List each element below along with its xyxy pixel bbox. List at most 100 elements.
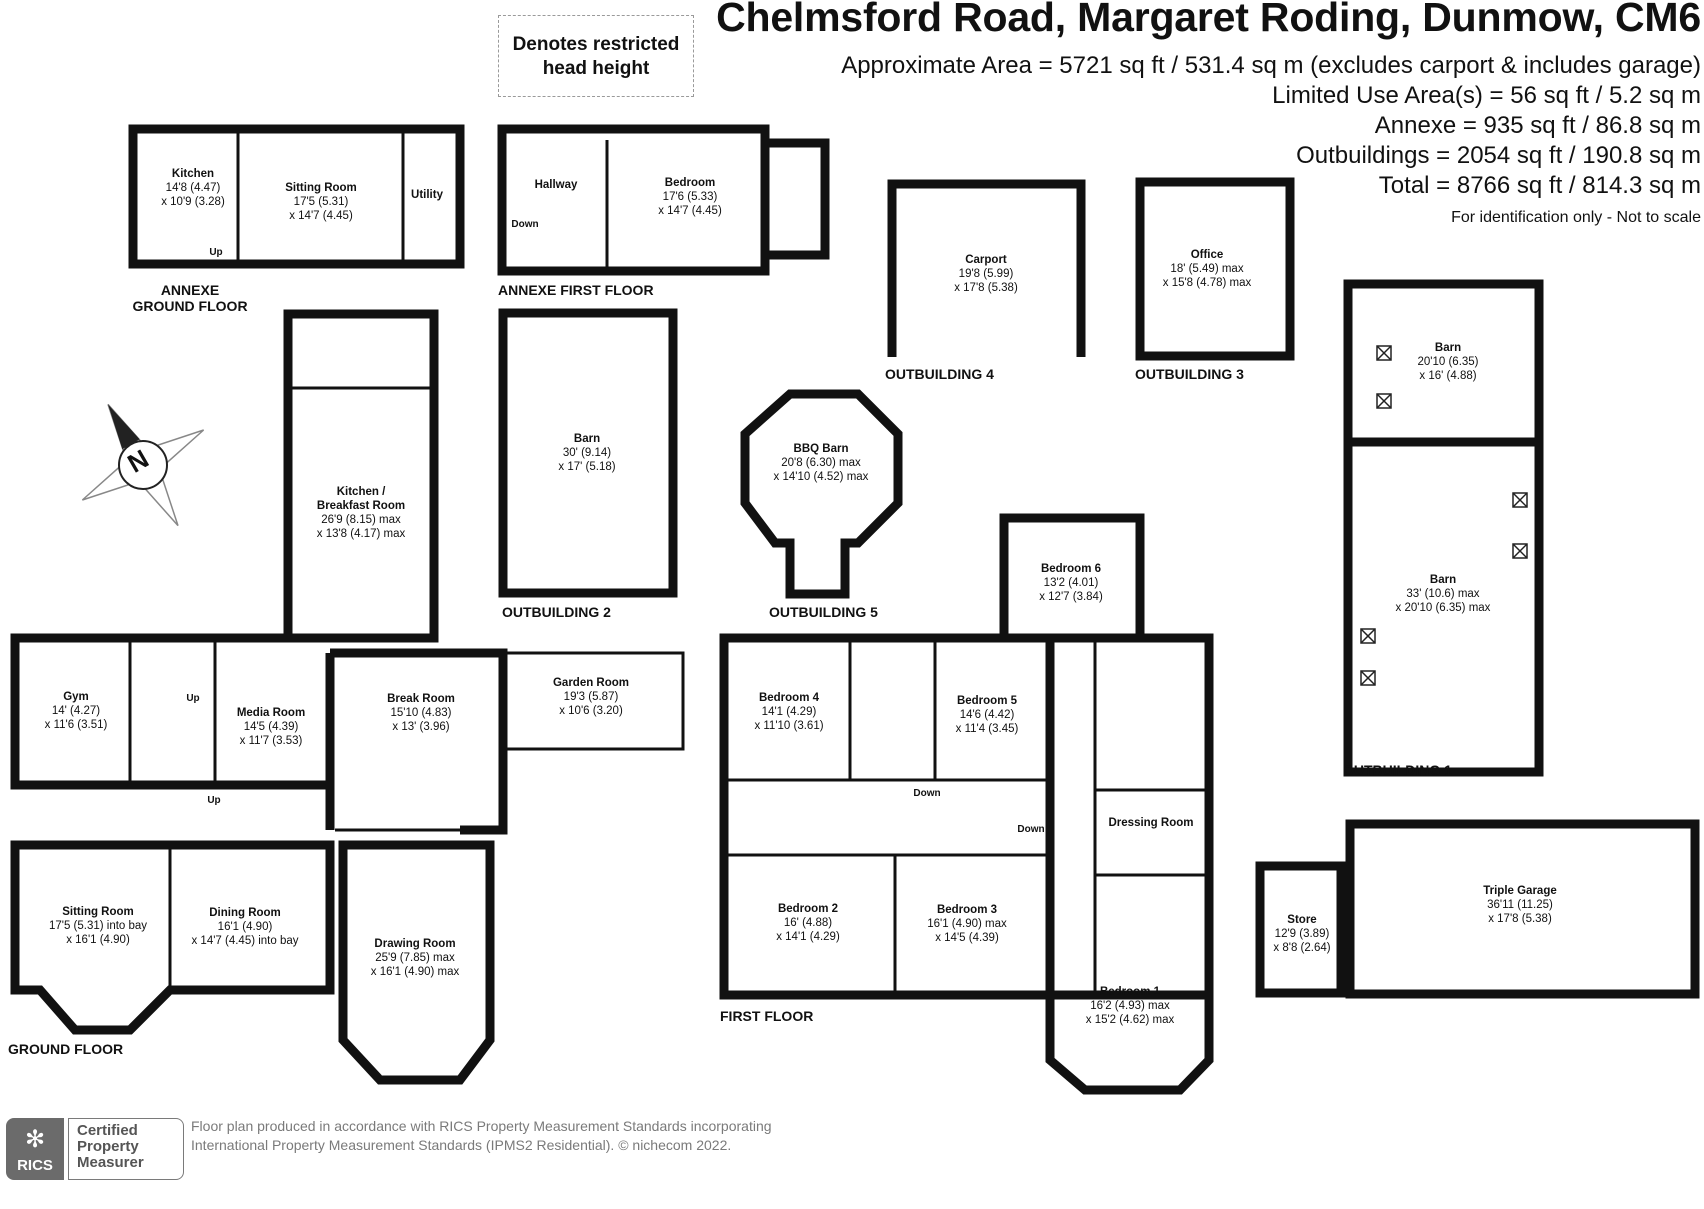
footer-line-1: Floor plan produced in accordance with R… <box>191 1118 772 1134</box>
cert-line-1: Certified <box>77 1122 138 1139</box>
room-name: Garden Room <box>552 677 630 689</box>
triple-garage-walls <box>1345 819 1700 999</box>
room-dim-1: 12'9 (3.89) <box>1274 928 1330 940</box>
rics-logo-icon: ✻ RICS <box>6 1118 64 1180</box>
floor-label-outbuilding-2: OUTBUILDING 2 <box>502 604 611 620</box>
floor-label-first-floor: FIRST FLOOR <box>720 1008 814 1024</box>
room-dim-1: 16'1 (4.90) <box>217 921 273 933</box>
room-name: Carport <box>965 254 1007 266</box>
room-annexe-utility: Utility <box>411 188 443 202</box>
property-address-title: Chelmsford Road, Margaret Roding, Dunmow… <box>716 0 1701 40</box>
room-dim-1: 17'6 (5.33) <box>662 191 718 203</box>
room-dim-1: 18' (5.49) max <box>1170 263 1244 275</box>
floor-label-outbuilding-4: OUTBUILDING 4 <box>885 366 994 382</box>
floor-label-annexe-ground: ANNEXE GROUND FLOOR <box>132 282 247 314</box>
limited-use-area: Limited Use Area(s) = 56 sq ft / 5.2 sq … <box>1272 82 1701 109</box>
stair-up-annexe: Up <box>209 247 223 258</box>
room-name: Barn <box>1434 342 1462 354</box>
room-name: Dressing Room <box>1108 817 1194 829</box>
annexe-ground-line-2: GROUND FLOOR <box>132 298 248 314</box>
annexe-ground-walls <box>128 124 465 269</box>
stair-up-hall: Up <box>207 795 221 806</box>
room-dim-1: 17'5 (5.31) <box>293 196 349 208</box>
room-dim-2: x 14'7 (4.45) into bay <box>191 935 299 947</box>
stair-up-gym: Up <box>186 693 200 704</box>
room-name: Barn <box>573 433 601 445</box>
skylight-markers <box>1360 345 1528 686</box>
floor-label-outbuilding-1: OUTBUILDING 1 <box>1343 762 1452 778</box>
room-name: Office <box>1190 249 1224 261</box>
stair-down-main: Down <box>1017 824 1045 835</box>
identification-note: For identification only - Not to scale <box>1451 209 1701 226</box>
office-walls <box>1135 177 1295 361</box>
room-name: Bedroom 1 <box>1099 986 1161 998</box>
room-name: Gym <box>63 691 89 703</box>
first-floor-walls <box>719 513 1214 1095</box>
room-dim-2: x 14'7 (4.45) <box>289 210 353 222</box>
room-annexe-sitting: Sitting Room 17'5 (5.31) x 14'7 (4.45) <box>285 181 357 223</box>
room-name: Sitting Room <box>62 906 134 918</box>
room-dim-2: x 17' (5.18) <box>558 461 616 473</box>
compass-rose <box>81 403 205 527</box>
legend-line-2: head height <box>542 58 650 79</box>
room-name: Media Room <box>236 707 306 719</box>
room-name: Kitchen / <box>336 486 386 498</box>
legend-line-1: Denotes restricted <box>512 34 680 55</box>
room-dim-1: 33' (10.6) max <box>1406 588 1480 600</box>
room-name: Bedroom 6 <box>1040 563 1102 575</box>
room-dim-2: x 16'1 (4.90) max <box>370 966 460 978</box>
room-dim-2: x 17'8 (5.38) <box>954 282 1018 294</box>
room-dim-1: 14'6 (4.42) <box>959 709 1015 721</box>
room-name: Bedroom 2 <box>777 903 839 915</box>
annexe-first-walls <box>497 124 830 276</box>
floor-label-outbuilding-3: OUTBUILDING 3 <box>1135 366 1244 382</box>
room-dim-1: 16' (4.88) <box>783 917 833 929</box>
room-dim-2: x 20'10 (6.35) max <box>1395 602 1491 614</box>
room-name: Bedroom 4 <box>758 692 820 704</box>
floor-label-ground-floor: GROUND FLOOR <box>8 1041 124 1057</box>
room-name: Sitting Room <box>285 182 357 194</box>
room-name: Drawing Room <box>374 938 456 950</box>
room-dim-1: 30' (9.14) <box>562 447 612 459</box>
room-name: Triple Garage <box>1483 885 1557 897</box>
room-dim-1: 36'11 (11.25) <box>1487 899 1553 911</box>
room-name-2: Breakfast Room <box>316 500 406 512</box>
garden-room-walls <box>501 651 685 751</box>
annexe-area: Annexe = 935 sq ft / 86.8 sq m <box>1374 112 1701 139</box>
room-name: Utility <box>411 189 443 201</box>
room-name: Bedroom 3 <box>936 904 998 916</box>
room-dim-1: 14'1 (4.29) <box>761 706 817 718</box>
room-dim-1: 19'3 (5.87) <box>563 691 619 703</box>
room-office: Office 18' (5.49) max x 15'8 (4.78) max <box>1163 248 1252 290</box>
room-dim-2: x 16' (4.88) <box>1419 370 1477 382</box>
room-dim-2: x 15'8 (4.78) max <box>1162 277 1252 289</box>
outbuilding-1-walls <box>1343 279 1544 777</box>
stair-down-landing: Down <box>913 788 941 799</box>
room-annexe-hallway: Hallway <box>535 178 578 192</box>
room-name: Kitchen <box>171 168 215 180</box>
room-dim-1: 16'1 (4.90) max <box>927 918 1007 930</box>
room-dim-1: 16'2 (4.93) max <box>1090 1000 1170 1012</box>
barn-2-walls <box>498 308 678 598</box>
bbq-barn-walls <box>740 389 903 599</box>
certified-property-measurer: Certified Property Measurer <box>68 1118 184 1180</box>
room-dim-2: x 10'6 (3.20) <box>559 705 623 717</box>
legend-text: Denotes restricted head height <box>499 33 693 81</box>
room-dim-2: x 10'9 (3.28) <box>161 196 225 208</box>
room-dim-2: x 11'4 (3.45) <box>955 723 1019 735</box>
room-dim-1: 13'2 (4.01) <box>1043 577 1099 589</box>
room-barn-2: Barn 30' (9.14) x 17' (5.18) <box>558 432 615 474</box>
kitchen-breakfast-walls <box>283 309 439 643</box>
